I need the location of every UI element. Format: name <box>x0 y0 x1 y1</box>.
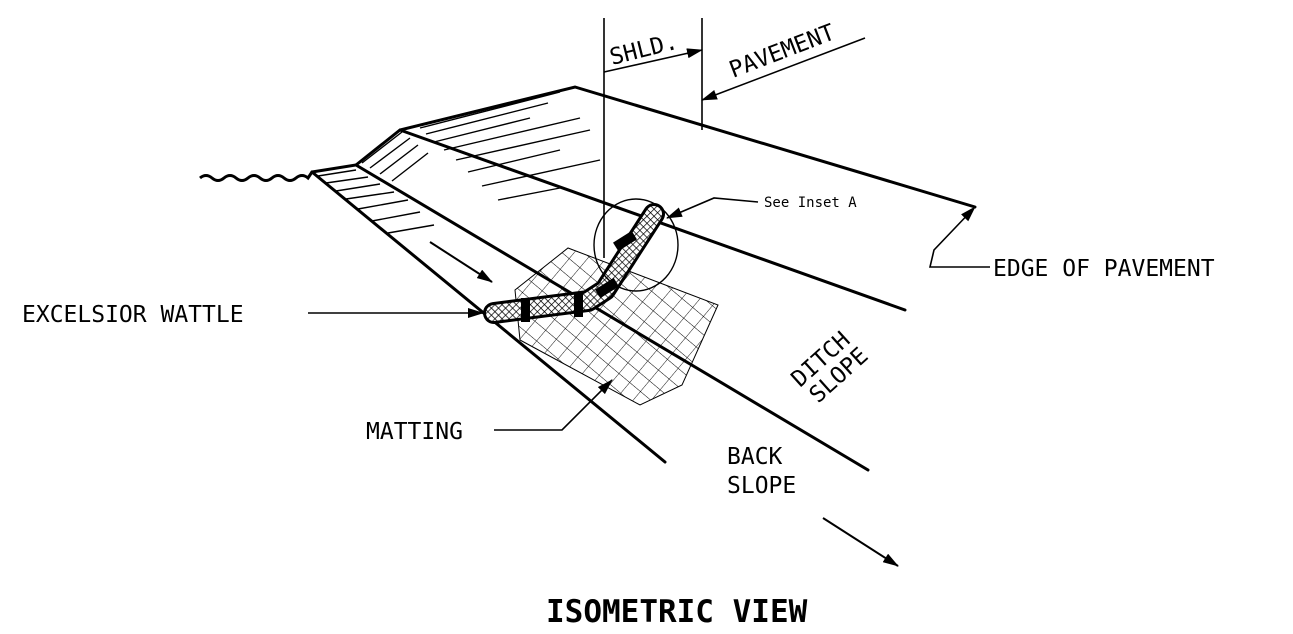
inset-a-circle <box>593 198 679 292</box>
matting-area <box>514 247 719 406</box>
edge-of-pavement-label: EDGE OF PAVEMENT <box>993 256 1215 282</box>
shoulder-dimension <box>603 18 866 258</box>
pavement-label: PAVEMENT <box>726 20 839 84</box>
back-slope-label-line2: SLOPE <box>727 473 796 499</box>
matting-label: MATTING <box>366 419 463 445</box>
natural-ground-line <box>199 171 314 182</box>
flow-arrow-upper <box>429 241 493 283</box>
back-slope-label-line1: BACK <box>727 444 783 470</box>
see-inset-label: See Inset A <box>764 195 857 211</box>
see-inset-leader <box>666 197 759 219</box>
slope-hatching <box>317 91 601 234</box>
diagram-title: ISOMETRIC VIEW <box>546 594 808 630</box>
excelsior-wattle-label: EXCELSIOR WATTLE <box>22 302 244 328</box>
flow-arrow-lower <box>822 517 899 567</box>
shoulder-label: SHLD. <box>607 29 680 71</box>
edge-of-pavement-leader <box>928 206 990 268</box>
matting-leader <box>494 379 613 431</box>
